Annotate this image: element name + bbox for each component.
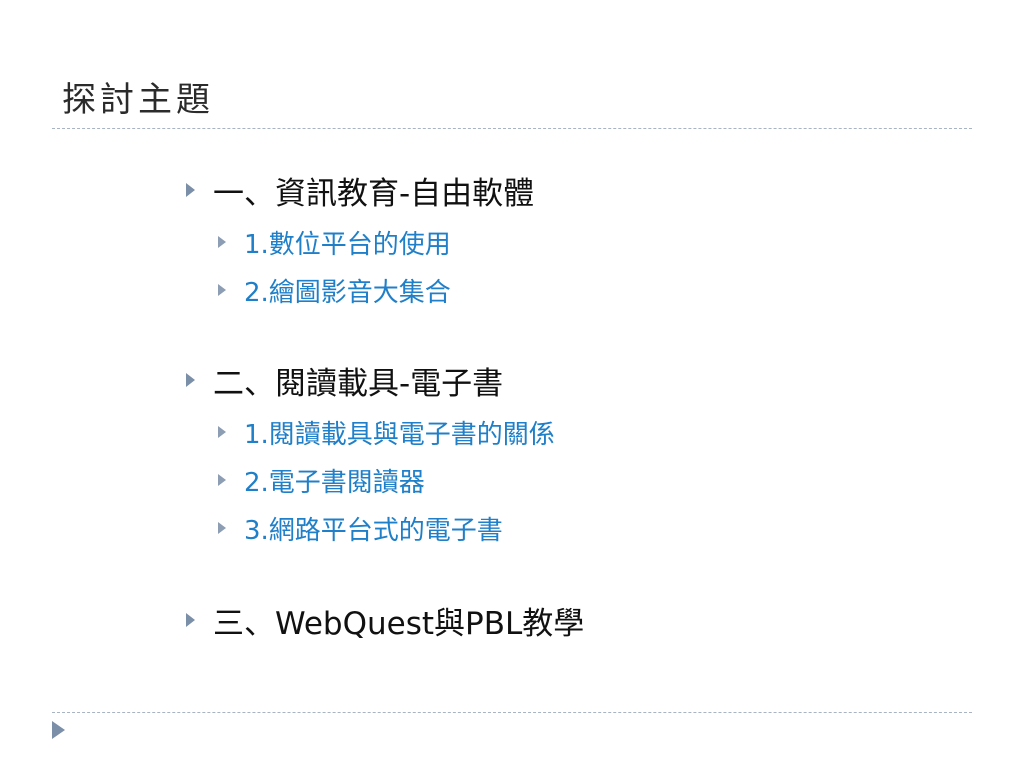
triangle-right-icon <box>186 183 195 197</box>
triangle-right-icon <box>218 236 226 248</box>
section-heading: 二、閱讀載具-電子書 <box>186 358 555 402</box>
list-item: 2.繪圖影音大集合 <box>186 266 534 314</box>
list-item-text: 3.網路平台式的電子書 <box>244 515 503 546</box>
triangle-right-icon <box>218 474 226 486</box>
section-ebook: 二、閱讀載具-電子書 1.閱讀載具與電子書的關係 2.電子書閱讀器 3.網路平台… <box>186 358 555 552</box>
list-item-text: 2.繪圖影音大集合 <box>244 277 451 308</box>
list-item: 3.網路平台式的電子書 <box>186 504 555 552</box>
list-item-text: 1.閱讀載具與電子書的關係 <box>244 419 555 450</box>
play-arrow-icon[interactable] <box>52 721 65 739</box>
section-software: 一、資訊教育-自由軟體 1.數位平台的使用 2.繪圖影音大集合 <box>186 168 534 314</box>
list-item-text: 2.電子書閱讀器 <box>244 467 425 498</box>
section-heading-text: 二、閱讀載具-電子書 <box>213 365 504 402</box>
section-heading: 三、WebQuest與PBL教學 <box>186 598 584 642</box>
list-item: 1.數位平台的使用 <box>186 218 534 266</box>
triangle-right-icon <box>218 426 226 438</box>
footer-divider <box>52 712 972 713</box>
triangle-right-icon <box>218 522 226 534</box>
title-divider <box>52 128 972 129</box>
triangle-right-icon <box>218 284 226 296</box>
section-heading: 一、資訊教育-自由軟體 <box>186 168 534 212</box>
list-item-text: 1.數位平台的使用 <box>244 229 451 260</box>
triangle-right-icon <box>186 613 195 627</box>
section-heading-text: 一、資訊教育-自由軟體 <box>213 175 535 212</box>
section-heading-text: 三、WebQuest與PBL教學 <box>213 605 585 642</box>
list-item: 1.閱讀載具與電子書的關係 <box>186 408 555 456</box>
list-item: 2.電子書閱讀器 <box>186 456 555 504</box>
section-webquest: 三、WebQuest與PBL教學 <box>186 598 584 642</box>
slide-title: 探討主題 <box>62 80 214 120</box>
triangle-right-icon <box>186 373 195 387</box>
